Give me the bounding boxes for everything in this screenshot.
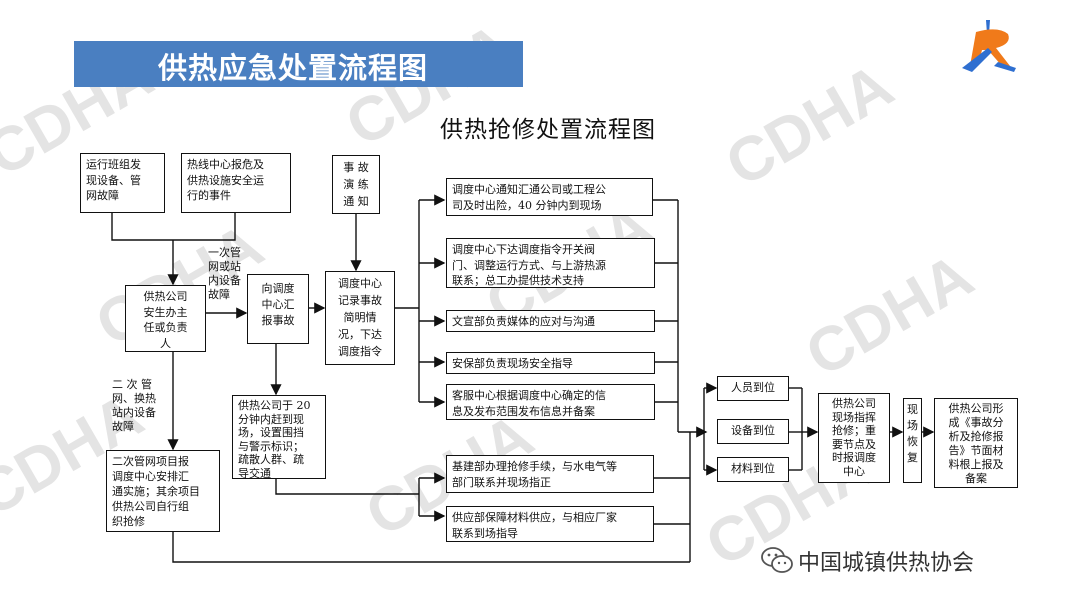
footer-brand: 中国城镇供热协会	[798, 551, 975, 576]
node-dispatch-command: 调度中心下达调度指令开关阀 门、调整运行方式、与上游热源 联系；总工办提供技术支…	[446, 238, 655, 288]
node-hotline-center: 热线中心报危及 供热设施安全运 行的事件	[181, 153, 291, 213]
node-media-response: 文宣部负责媒体的应对与沟通	[446, 310, 655, 332]
node-notify-contractor: 调度中心通知汇通公司或工程公 司及时出险，40 分钟内到现场	[446, 178, 653, 216]
label-primary-network-fault: 一次管 网或站 内设备 故障	[208, 246, 241, 301]
node-operation-team: 运行班组发 现设备、管 网故障	[80, 153, 165, 213]
page-title: 供热应急处置流程图	[158, 51, 429, 85]
wechat-icon	[761, 547, 793, 573]
node-company-safety-director: 供热公司 安生办主 任或负责 人	[125, 285, 206, 352]
node-incident-report: 供热公司形 成《事故分 析及抢修报 告》节面材 料根上报及 备案	[934, 398, 1018, 488]
node-dispatch-record: 调度中心 记录事故 简明情 况，下达 调度指令	[325, 271, 395, 365]
node-onsite-command: 供热公司 现场指挥 抢修；重 要节点及 时报调度 中心	[818, 393, 890, 483]
node-construction-dept: 基建部办理抢修手续，与水电气等 部门联系并现场指正	[446, 455, 654, 493]
node-equipment-ready: 设备到位	[717, 419, 789, 444]
node-report-dispatch: 向调度 中心汇 报事故	[247, 274, 309, 344]
node-safety-guidance: 安保部负责现场安全指导	[446, 352, 655, 374]
label-secondary-network-fault: 二 次 管 网、换热 站内设备 故障	[112, 378, 156, 433]
node-supply-dept: 供应部保障材料供应，与相应厂家 联系到场指导	[446, 506, 654, 542]
header-banner: 供热应急处置流程图	[74, 41, 523, 87]
node-secondary-network: 二次管网项目报 调度中心安排汇 通实施；其余项目 供热公司自行组 织抢修	[106, 450, 220, 532]
node-material-ready: 材料到位	[717, 457, 789, 482]
node-arrive-site: 供热公司于 20 分钟内赶到现 场，设置围挡 与警示标识； 疏散人群、疏 导交通	[232, 395, 326, 479]
diagram-title: 供热抢修处置流程图	[440, 117, 656, 143]
logo-icon	[962, 20, 1016, 72]
node-drill-notice: 事 故 演 练 通 知	[332, 155, 380, 214]
node-personnel-ready: 人员到位	[717, 376, 789, 401]
node-site-restore: 现 场 恢 复	[903, 398, 922, 483]
node-customer-service: 客服中心根据调度中心确定的信 息及发布范围发布信息并备案	[446, 384, 655, 420]
